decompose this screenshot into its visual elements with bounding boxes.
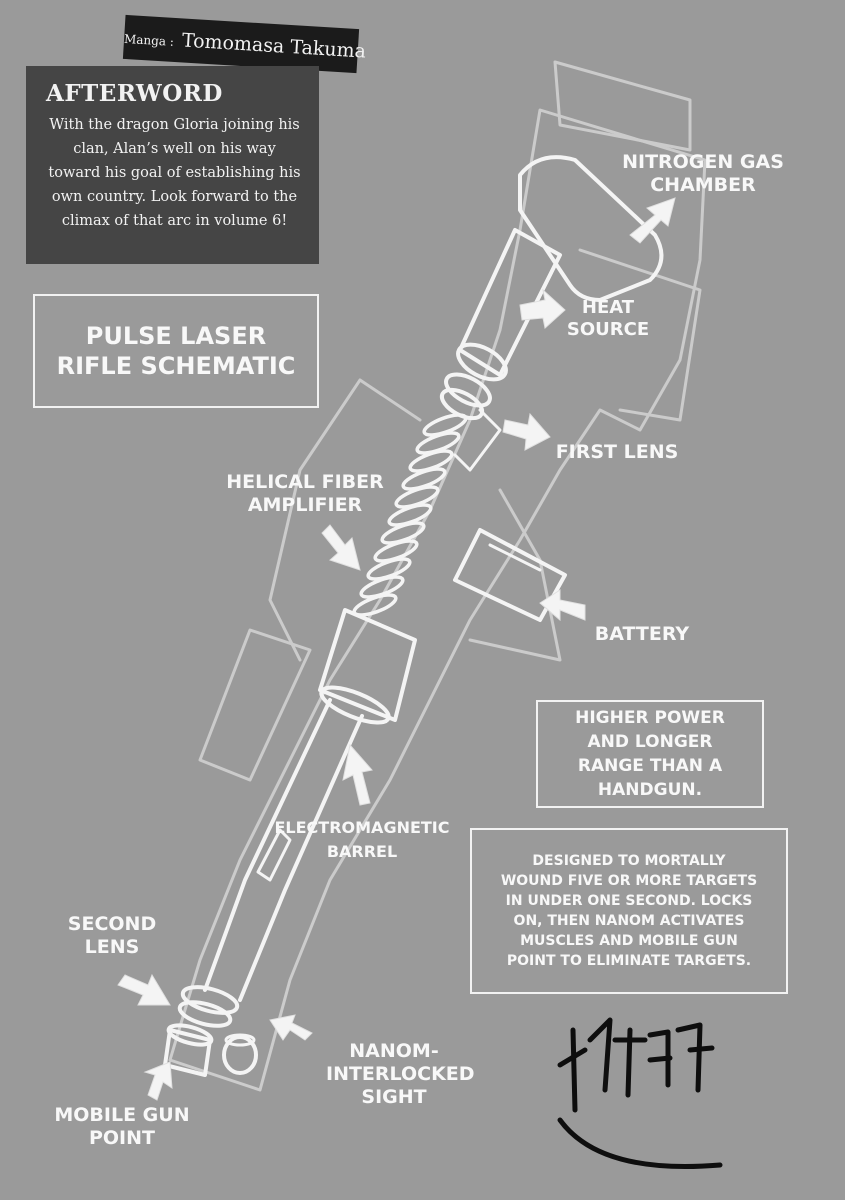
label-battery: BATTERY — [588, 623, 696, 646]
note-design: DESIGNED TO MORTALLY WOUND FIVE OR MORE … — [501, 851, 757, 971]
label-second-lens: SECOND LENS — [58, 913, 166, 959]
credit-prefix: Manga : — [124, 32, 175, 49]
credit-name: Tomomasa Takuma — [181, 29, 366, 62]
label-nitrogen-chamber: NITROGEN GAS CHAMBER — [613, 151, 793, 197]
label-heat-source: HEAT SOURCE — [553, 297, 663, 341]
note-power-box: HIGHER POWER AND LONGER RANGE THAN A HAN… — [536, 700, 764, 808]
afterword-heading: AFTERWORD — [46, 80, 303, 107]
schematic-title-box: PULSE LASER RIFLE SCHEMATIC — [33, 294, 319, 408]
afterword-box: AFTERWORD With the dragon Gloria joining… — [26, 66, 319, 264]
label-first-lens: FIRST LENS — [552, 441, 682, 464]
label-helical-amplifier: HELICAL FIBER AMPLIFIER — [212, 471, 398, 517]
label-mobile-gun-point: MOBILE GUN POINT — [46, 1104, 198, 1150]
label-sight: NANOM- INTERLOCKED SIGHT — [326, 1040, 462, 1109]
afterword-body: With the dragon Gloria joining his clan,… — [46, 113, 303, 233]
label-barrel: ELECTROMAGNETIC BARREL — [262, 816, 462, 864]
schematic-title: PULSE LASER RIFLE SCHEMATIC — [57, 321, 296, 381]
note-design-box: DESIGNED TO MORTALLY WOUND FIVE OR MORE … — [470, 828, 788, 994]
note-power: HIGHER POWER AND LONGER RANGE THAN A HAN… — [575, 706, 725, 802]
